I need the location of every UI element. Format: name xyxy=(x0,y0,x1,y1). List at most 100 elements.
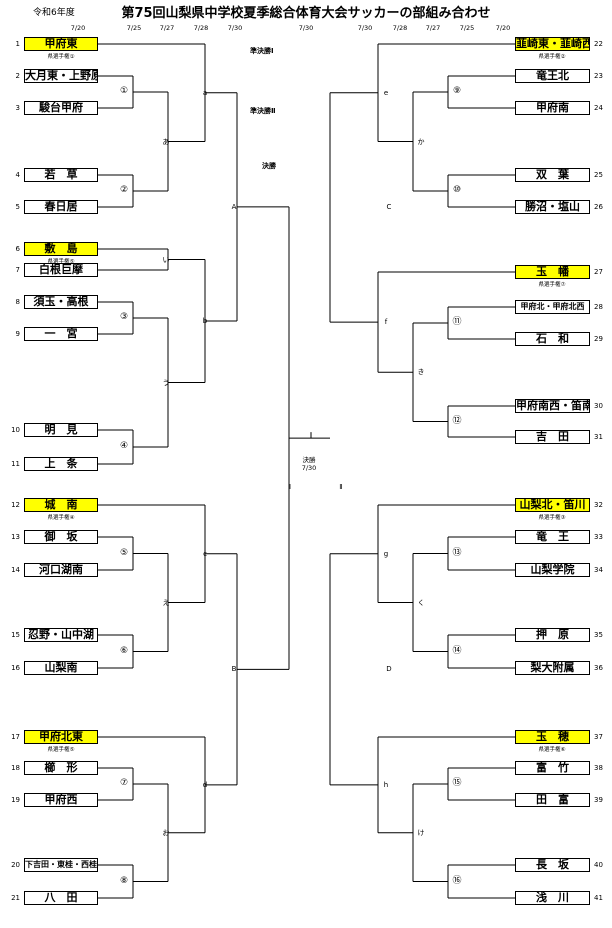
team-box-left: 上 条 xyxy=(24,457,98,471)
date-right-r2: 7/25 xyxy=(459,24,475,32)
r3-label-right: h xyxy=(383,780,389,789)
r3-label-left: c xyxy=(203,549,207,558)
r4-label-left: B xyxy=(231,665,237,674)
team-number-left: 5 xyxy=(15,203,20,211)
team-box-left: 大月東・上野原 xyxy=(24,69,98,83)
team-box-left: 御 坂 xyxy=(24,530,98,544)
team-number-left: 1 xyxy=(15,40,20,48)
center-label-right: Ⅱ xyxy=(339,483,343,491)
team-box-right: 押 原 xyxy=(515,628,590,642)
final-stage-label: 決勝 xyxy=(262,162,276,170)
team-box-right: 吉 田 xyxy=(515,430,590,444)
team-box-left: 櫛 形 xyxy=(24,761,98,775)
final-date: 7/30 xyxy=(301,464,317,472)
final-title: 決勝 xyxy=(302,456,316,464)
r2-label-left: え xyxy=(162,598,170,607)
r3-label-left: a xyxy=(202,88,208,97)
match-number-right: ⑮ xyxy=(450,778,464,788)
team-box-left: 明 見 xyxy=(24,423,98,437)
team-number-left: 14 xyxy=(11,566,20,574)
team-box-right: 甲府北・甲府北西 xyxy=(515,300,590,314)
team-box-left: 甲府西 xyxy=(24,793,98,807)
r3-label-right: f xyxy=(384,318,388,327)
team-box-left: 甲府北東 xyxy=(24,730,98,744)
team-box-right: 浅 川 xyxy=(515,891,590,905)
team-number-right: 34 xyxy=(594,566,603,574)
date-left-r4: 7/28 xyxy=(193,24,209,32)
team-box-left: 城 南 xyxy=(24,498,98,512)
seed-tag-left: 県選手権⑤ xyxy=(47,747,75,753)
team-box-right: 山梨学院 xyxy=(515,563,590,577)
r3-label-left: b xyxy=(202,317,208,325)
page-title: 第75回山梨県中学校夏季総合体育大会サッカーの部組み合わせ xyxy=(121,6,491,21)
team-box-right: 梨大附属 xyxy=(515,661,590,675)
r4-label-right: D xyxy=(386,665,392,674)
team-number-left: 6 xyxy=(15,245,20,253)
team-box-right: 竜王北 xyxy=(515,69,590,83)
team-box-left: 駿台甲府 xyxy=(24,101,98,115)
match-number-left: ⑧ xyxy=(117,875,131,886)
date-right-r4: 7/28 xyxy=(392,24,408,32)
match-number-left: ⑥ xyxy=(117,645,131,656)
team-box-left: 河口湖南 xyxy=(24,563,98,577)
match-number-left: ③ xyxy=(117,312,131,322)
match-number-right: ⑬ xyxy=(450,547,464,558)
r2-label-left: お xyxy=(162,828,170,837)
era-label: 令和6年度 xyxy=(33,8,75,18)
team-number-right: 25 xyxy=(594,171,603,179)
seed-tag-left: 県選手権⑤ xyxy=(47,259,75,265)
date-left-r3: 7/27 xyxy=(159,24,175,32)
team-number-left: 15 xyxy=(11,631,20,639)
team-number-left: 18 xyxy=(11,764,20,772)
team-box-right: 甲府南 xyxy=(515,101,590,115)
date-center: 7/30 xyxy=(298,24,314,32)
match-number-left: ⑦ xyxy=(117,778,131,788)
team-box-right: 田 富 xyxy=(515,793,590,807)
team-box-left: 白根巨摩 xyxy=(24,263,98,277)
team-number-right: 23 xyxy=(594,72,603,80)
team-number-right: 28 xyxy=(594,303,603,311)
team-number-left: 16 xyxy=(11,664,20,672)
team-box-right: 玉 穂 xyxy=(515,730,590,744)
team-number-left: 8 xyxy=(15,298,20,306)
team-box-right: 韮崎東・韮崎西 xyxy=(515,37,590,51)
r2-label-left: い xyxy=(162,255,170,264)
match-number-left: ⑤ xyxy=(117,547,131,558)
team-number-left: 4 xyxy=(15,171,20,179)
match-number-right: ⑨ xyxy=(450,86,464,96)
team-number-right: 39 xyxy=(594,796,603,804)
team-number-right: 35 xyxy=(594,631,603,639)
team-box-right: 石 和 xyxy=(515,332,590,346)
date-left-r5: 7/30 xyxy=(227,24,243,32)
r2-label-right: か xyxy=(417,137,425,146)
date-right-r3: 7/27 xyxy=(425,24,441,32)
team-number-left: 11 xyxy=(11,460,20,468)
team-number-left: 20 xyxy=(11,861,20,869)
seed-tag-left: 県選手権④ xyxy=(47,515,75,521)
team-number-left: 19 xyxy=(11,796,20,804)
r2-label-right: き xyxy=(417,368,425,377)
semifinal-2-label: 準決勝Ⅱ xyxy=(250,107,276,115)
team-box-left: 甲府東 xyxy=(24,37,98,51)
team-box-right: 竜 王 xyxy=(515,530,590,544)
team-number-right: 36 xyxy=(594,664,603,672)
team-box-right: 富 竹 xyxy=(515,761,590,775)
team-box-left: 一 宮 xyxy=(24,327,98,341)
team-number-right: 41 xyxy=(594,894,603,902)
match-number-right: ⑭ xyxy=(450,645,464,656)
match-number-left: ① xyxy=(117,86,131,96)
team-number-left: 2 xyxy=(15,72,20,80)
match-number-left: ② xyxy=(117,185,131,195)
team-box-right: 山梨北・笛川 xyxy=(515,498,590,512)
team-box-right: 双 葉 xyxy=(515,168,590,182)
date-left-r1: 7/20 xyxy=(70,24,86,32)
team-number-right: 31 xyxy=(594,433,603,441)
team-box-left: 春日居 xyxy=(24,200,98,214)
team-number-right: 32 xyxy=(594,501,603,509)
r2-label-right: け xyxy=(417,828,425,837)
team-box-right: 長 坂 xyxy=(515,858,590,872)
date-right-r5: 7/30 xyxy=(357,24,373,32)
team-box-left: 須玉・高根 xyxy=(24,295,98,309)
